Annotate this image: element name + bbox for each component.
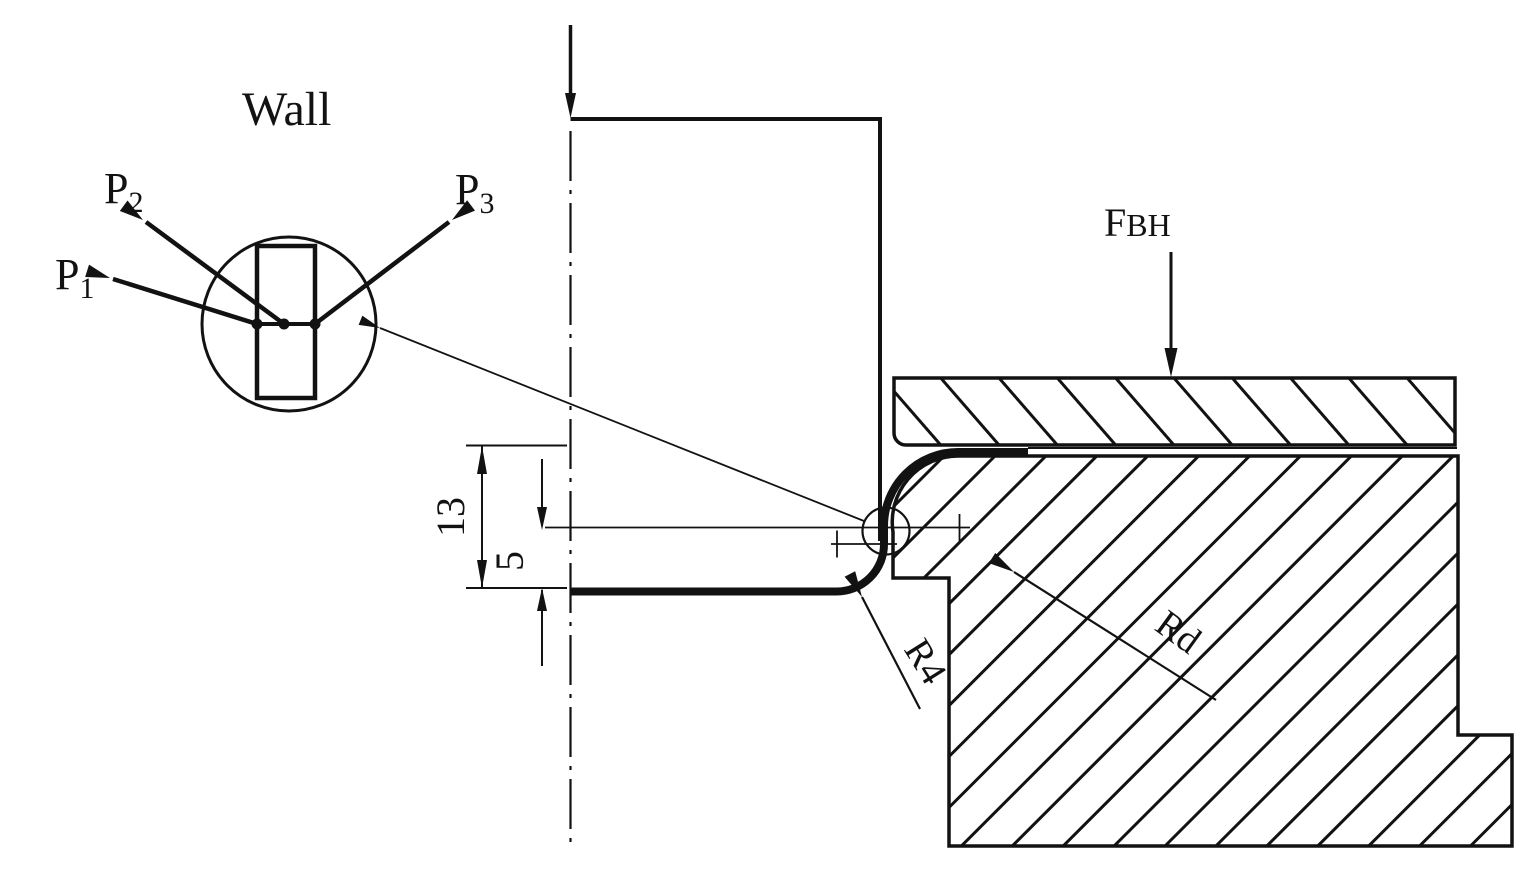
die-block	[890, 454, 1514, 848]
p1-arrow-shaft	[112, 276, 258, 327]
dim5-text: 5	[487, 551, 532, 571]
wall-detail-leader	[379, 327, 865, 522]
dim13-arrow-down	[477, 560, 487, 588]
p3-arrow-head	[452, 200, 476, 220]
punch-radius-leader	[861, 596, 921, 710]
blank-holder-force-label: FBH	[1104, 200, 1171, 245]
wall-detail-title: Wall	[242, 83, 331, 136]
punch-outline	[570, 117, 882, 541]
dim13-text: 13	[428, 497, 473, 537]
wall-detail-circle	[200, 235, 378, 413]
dim13-arrow-up	[477, 446, 487, 474]
p3-arrow-shaft	[313, 220, 451, 326]
p2-arrow-head	[119, 200, 143, 220]
p3-label: P3	[455, 165, 494, 220]
p1-arrow-head	[85, 264, 110, 278]
die-radius-leader	[1013, 571, 1217, 701]
p2-arrow-shaft	[144, 220, 286, 326]
punch-radius-arrow-head	[844, 571, 862, 597]
p1-label: P1	[55, 250, 94, 305]
dim5-arrow-down	[537, 507, 547, 530]
sheet-blank	[571, 448, 1028, 596]
punch-motion-arrow-head	[565, 93, 576, 118]
blank-holder	[892, 376, 1457, 447]
p2-label: P2	[104, 164, 143, 219]
die-radius-arrow-head	[988, 553, 1014, 572]
wall-marker-circle	[861, 506, 911, 556]
dim5-arrow-up	[537, 588, 547, 611]
blank-holder-force-arrow-head	[1164, 348, 1178, 377]
